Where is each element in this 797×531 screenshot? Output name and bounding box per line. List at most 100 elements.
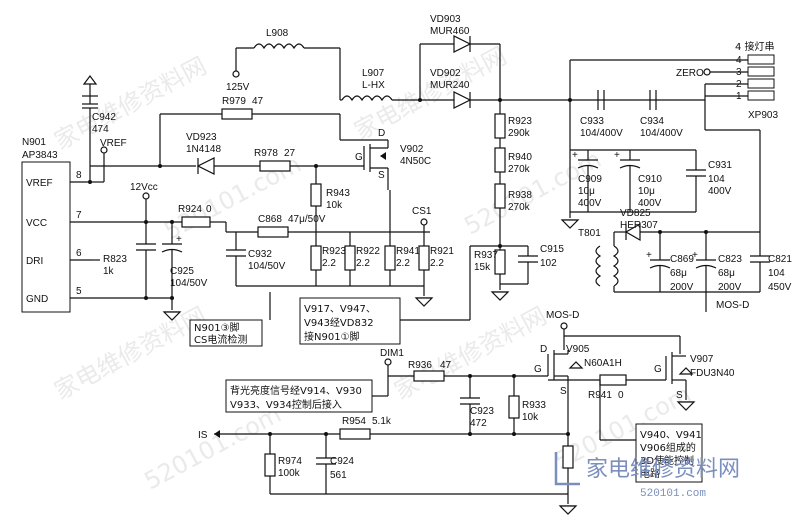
c869-val: 68μ — [670, 268, 687, 279]
note-vd832-line1: V917、V947、 — [304, 304, 376, 315]
note-v940-line4: 电路 — [640, 467, 660, 480]
c932-val: 104/50V — [248, 261, 286, 272]
ic-pin-num-6: 6 — [76, 248, 82, 259]
note-v940-line1: V940、V941 — [640, 430, 702, 441]
c942-ref: C942 — [92, 112, 116, 123]
note-v940-line3: 3D使能控制 — [640, 454, 694, 467]
r974-ref: R974 — [278, 456, 302, 467]
r921-ref: R921 — [430, 246, 454, 257]
r933-ref: R933 — [522, 400, 546, 411]
r943-val: 10k — [326, 200, 343, 211]
c915-ref: C915 — [540, 244, 564, 255]
c932-ref: C932 — [248, 249, 272, 260]
v902-d: D — [378, 128, 385, 139]
r936-val: 47 — [440, 360, 452, 371]
c823-val: 68μ — [718, 268, 735, 279]
r941-val: 2.2 — [396, 258, 410, 269]
r954-ref: R954 — [342, 416, 366, 427]
v907-ref: V907 — [690, 354, 714, 365]
vd923-val: 1N4148 — [186, 144, 221, 155]
r823-ref: C868 — [258, 214, 282, 225]
c934-val: 104/400V — [640, 128, 683, 139]
l907-ref: L907 — [362, 68, 385, 79]
c868-plus: + — [176, 234, 182, 245]
c869-ref: C869 — [670, 254, 694, 265]
net-dim1: DIM1 — [380, 348, 404, 359]
note-vd832: V917、V947、 V943经VD832 接N901①脚 — [299, 246, 471, 345]
c910-ref: C910 — [638, 174, 662, 185]
c923-ref: C923 — [470, 406, 494, 417]
logo-text: 家电维修资料网 — [586, 457, 740, 482]
c823-plus: + — [692, 250, 698, 261]
r923b-ref: R923 — [322, 246, 346, 257]
c915-val: 102 — [540, 258, 557, 269]
r937-ref: R937 — [474, 250, 498, 261]
ic-part: AP3843 — [22, 150, 58, 161]
r937-val: 15k — [474, 262, 491, 273]
c868-ref: C925 — [170, 266, 194, 277]
note-dim-line2: V933、V934控制后接入 — [230, 398, 342, 411]
l907-val: L-HX — [362, 80, 385, 91]
c909-val2: 400V — [578, 198, 602, 209]
ic-pin-name-dri: DRI — [26, 256, 43, 267]
r923-val: 290k — [508, 128, 531, 139]
note-dim: 背光亮度信号经V914、V930 V933、V934控制后接入 — [225, 376, 389, 413]
c933-val: 104/400V — [580, 128, 623, 139]
c821-val: 104 — [768, 268, 785, 279]
r922-val: 2.2 — [356, 258, 370, 269]
r938-ref: R938 — [508, 190, 532, 201]
net-cs1: CS1 — [412, 206, 432, 217]
vd903-ref: VD903 — [430, 14, 461, 25]
vd923-ref: VD923 — [186, 132, 217, 143]
mosfet-v902: G D S V902 4N50C — [340, 128, 431, 190]
r978-val: 27 — [284, 148, 296, 159]
c910-val2: 400V — [638, 198, 662, 209]
v902-ref: V902 — [400, 144, 424, 155]
watermark-cn-2: 家电维修资料网 — [350, 42, 511, 146]
r978-ref: R978 — [254, 148, 278, 159]
r938-val: 270k — [508, 202, 531, 213]
r923-ref: R923 — [508, 116, 532, 127]
ic-pin-name-vcc: VCC — [26, 218, 47, 229]
c869-plus: + — [646, 250, 652, 261]
v907-val: FDU3N40 — [690, 368, 735, 379]
c910-val: 10μ — [638, 186, 655, 197]
v905-s: S — [560, 386, 567, 397]
note-v940-line2: V906组成的 — [640, 441, 696, 454]
net-vref: VREF — [100, 138, 127, 149]
vd902-ref: VD902 — [430, 68, 461, 79]
v907-g: G — [654, 364, 662, 375]
r936-ref: R936 — [408, 360, 432, 371]
c934-ref: C934 — [640, 116, 664, 127]
ic-n901: N901 AP3843 VREF VCC DRI GND 8 7 6 5 — [21, 137, 92, 313]
connector-ref: XP903 — [748, 110, 778, 121]
gate-drive: VD923 1N4148 R978 27 — [90, 132, 364, 175]
c868-val: 104/50V — [170, 278, 208, 289]
ic-pin-num-5: 5 — [76, 286, 82, 297]
v905-ref: V905 — [566, 344, 590, 355]
c869-val2: 200V — [670, 282, 694, 293]
note-cs-line2: CS电流检测 — [194, 333, 247, 346]
note-vd832-line2: V943经VD832 — [304, 316, 374, 329]
r979-ref: R979 — [222, 96, 246, 107]
r923b-val: 2.2 — [322, 258, 336, 269]
ic-pin-num-7: 7 — [76, 210, 82, 221]
r954-val: 5.1k — [372, 416, 392, 427]
vcc-net: 12Vcc R924 0 — [92, 182, 226, 228]
v902-val: 4N50C — [400, 156, 431, 167]
v902-g: G — [355, 152, 363, 163]
r921-val: 2.2 — [430, 258, 444, 269]
c931-val2: 400V — [708, 186, 732, 197]
r823-val: 47μ/50V — [288, 214, 326, 225]
r979-val: 47 — [252, 96, 264, 107]
dim-network: DIM1 R936 47 C923 472 R933 10k — [380, 348, 548, 436]
l908-ref: L908 — [266, 28, 289, 39]
ic-pin-num-8: 8 — [76, 170, 82, 181]
r941-ref: R941 — [396, 246, 420, 257]
net-mosd-top: MOS-D — [546, 310, 579, 321]
r974-val: 100k — [278, 468, 301, 479]
r940-val: 270k — [508, 164, 531, 175]
resistor-r979: R979 47 — [159, 96, 341, 166]
vd902-val: MUR240 — [430, 80, 470, 91]
note-dim-line1: 背光亮度信号经V914、V930 — [230, 384, 362, 397]
